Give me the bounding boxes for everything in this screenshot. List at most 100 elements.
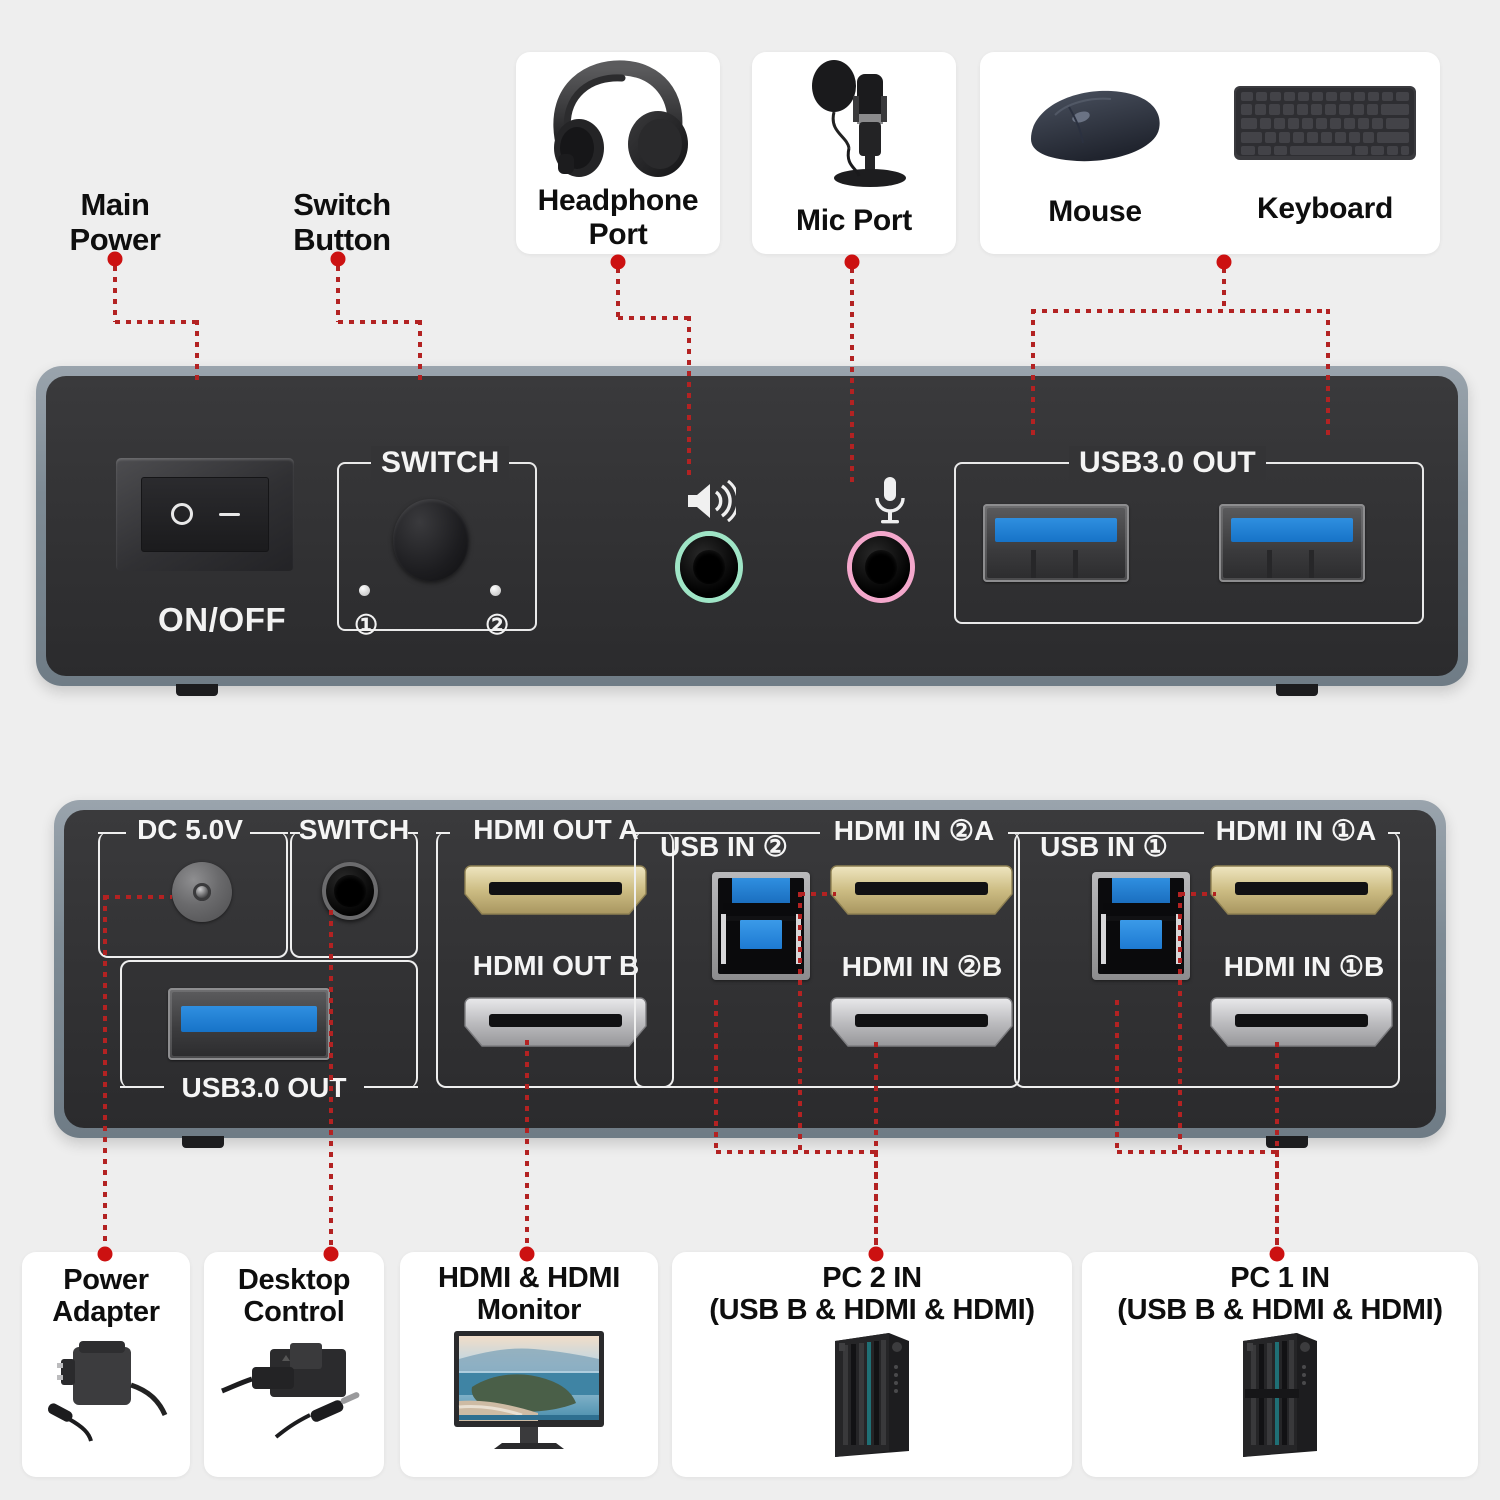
connector-line-main-power-h	[115, 320, 199, 324]
kvm-front-panel: ON/OFF SWITCH ① ②	[36, 366, 1468, 696]
chassis-foot-front-left	[176, 684, 218, 696]
connector-line-pc1-merge	[1117, 1150, 1279, 1154]
hdmi-in-1a-port[interactable]	[1209, 860, 1394, 920]
hdmi-out-a-label: HDMI OUT A	[473, 814, 639, 845]
connector-line-mk-bar	[1031, 309, 1329, 313]
callout-label-desktop-control: Desktop Control	[237, 1264, 351, 1329]
pc2-input-group	[634, 832, 1020, 1088]
connector-dot-monitor	[519, 1246, 535, 1262]
connector-line-headphone-h	[618, 316, 691, 320]
hdmi-in-2b-port[interactable]	[829, 992, 1014, 1052]
front-panel-face: ON/OFF SWITCH ① ②	[46, 376, 1458, 676]
chassis-foot-rear-right	[1266, 1136, 1308, 1148]
monitor-image	[438, 1329, 620, 1455]
callout-label-pc1: PC 1 IN (USB B & HDMI & HDMI)	[1117, 1262, 1443, 1327]
power-off-marking	[218, 512, 240, 516]
usb-a-out-rear-port[interactable]	[168, 988, 330, 1060]
usb-out-group-label: USB3.0 OUT	[1069, 446, 1266, 480]
mic-jack[interactable]	[852, 536, 910, 598]
usb-in-2-label: USB IN ②	[660, 831, 788, 862]
chassis-foot-rear-left	[182, 1136, 224, 1148]
usb-b-in-1-port[interactable]	[1092, 872, 1190, 980]
speaker-icon	[684, 479, 740, 523]
callout-card-monitor[interactable]: HDMI & HDMI Monitor	[400, 1252, 658, 1477]
connector-line-switch-v1	[336, 266, 340, 322]
kvm-rear-panel: DC 5.0V SWITCH USB3.0 OUT	[54, 800, 1446, 1148]
callout-card-pc2[interactable]: PC 2 IN (USB B & HDMI & HDMI)	[672, 1252, 1072, 1477]
connector-line-switch-h	[338, 320, 422, 324]
callout-label-mouse: Mouse	[1048, 195, 1142, 229]
desktop-tower-image	[817, 1327, 927, 1459]
hdmi-in-1a-label: HDMI IN ①A	[1215, 815, 1377, 846]
callout-label-main-power: Main Power	[69, 187, 161, 257]
connector-line-mic-v	[850, 268, 854, 483]
connector-line-pc1-hdmi-a-h	[1180, 892, 1216, 896]
hdmi-out-b-port[interactable]	[463, 992, 648, 1052]
callout-label-pc2: PC 2 IN (USB B & HDMI & HDMI)	[709, 1262, 1035, 1327]
hdmi-in-1b-port[interactable]	[1209, 992, 1394, 1052]
callout-card-pc1[interactable]: PC 1 IN (USB B & HDMI & HDMI)	[1082, 1252, 1478, 1477]
callout-card-mic[interactable]: Mic Port	[752, 52, 956, 254]
hdmi-out-a-port[interactable]	[463, 860, 648, 920]
usb-a-port-1[interactable]	[983, 504, 1129, 582]
connector-line-power-v	[103, 895, 107, 1252]
power-adapter-image	[31, 1329, 181, 1443]
connector-line-pc2-hdmi-a-h	[800, 892, 836, 896]
switch-led-1	[359, 585, 370, 596]
connector-dot-pc1	[1269, 1246, 1285, 1262]
dc-power-jack[interactable]	[172, 862, 232, 922]
connector-line-switch-v2	[418, 320, 422, 386]
connector-dot-switch-button	[330, 251, 346, 267]
rear-panel-face: DC 5.0V SWITCH USB3.0 OUT	[64, 810, 1436, 1128]
connector-dot-main-power	[107, 251, 123, 267]
connector-line-pc1-hdmi-a	[1178, 892, 1182, 1152]
usb-out-rear-group	[120, 960, 418, 1088]
callout-label-monitor: HDMI & HDMI Monitor	[438, 1262, 620, 1327]
callout-card-desktop-control[interactable]: Desktop Control	[204, 1252, 384, 1477]
connector-line-pc2-stem	[874, 1150, 878, 1254]
connector-line-mk-left	[1031, 309, 1035, 439]
connector-line-main-power-v1	[113, 266, 117, 322]
connector-line-headphone-v2	[687, 316, 691, 481]
switch-jack-group	[290, 832, 418, 958]
switch-push-button[interactable]	[393, 499, 469, 581]
desktop-controller-image	[214, 1329, 374, 1443]
usb-a-port-2[interactable]	[1219, 504, 1365, 582]
headphones-image	[538, 58, 698, 182]
headphone-jack[interactable]	[680, 536, 738, 598]
callout-label-switch-button: Switch Button	[293, 187, 391, 257]
switch-led-2-label: ②	[485, 610, 510, 640]
mouse-image	[1015, 77, 1175, 173]
connector-line-desktop-v	[329, 910, 333, 1252]
usb-b-in-2-port[interactable]	[712, 872, 810, 980]
connector-dot-headphone	[610, 254, 626, 270]
power-on-marking	[170, 503, 193, 526]
usb-out-rear-label: USB3.0 OUT	[181, 1072, 347, 1103]
connector-dot-mouse-keyboard	[1216, 254, 1232, 270]
switch-group-label: SWITCH	[371, 446, 510, 480]
usb-in-1-label: USB IN ①	[1040, 831, 1168, 862]
connector-line-mk-stem	[1222, 268, 1226, 311]
dc-power-group	[98, 832, 288, 958]
callout-card-power-adapter[interactable]: Power Adapter	[22, 1252, 190, 1477]
callout-label-mic: Mic Port	[796, 204, 912, 237]
callout-card-mouse-keyboard[interactable]: Mouse	[980, 52, 1440, 254]
desktop-tower-image-2	[1225, 1327, 1335, 1459]
connector-line-pc1-hdmi-b	[1275, 1042, 1279, 1252]
hdmi-in-2b-label: HDMI IN ②B	[841, 951, 1003, 982]
keyboard-image	[1232, 80, 1418, 166]
callout-label-headphone: Headphone Port	[537, 184, 699, 251]
chassis-foot-front-right	[1276, 684, 1318, 696]
connector-line-power-h	[104, 895, 172, 899]
power-switch-label: ON/OFF	[158, 601, 287, 638]
callout-card-headphone[interactable]: Headphone Port	[516, 52, 720, 254]
connector-dot-power-adapter	[97, 1246, 113, 1262]
connector-line-main-power-v2	[195, 320, 199, 386]
connector-line-pc2-usb	[714, 1000, 718, 1152]
callout-label-power-adapter: Power Adapter	[52, 1264, 160, 1329]
switch-led-2	[490, 585, 501, 596]
callout-label-keyboard: Keyboard	[1257, 192, 1393, 226]
main-power-rocker[interactable]	[116, 458, 294, 571]
hdmi-in-2a-port[interactable]	[829, 860, 1014, 920]
